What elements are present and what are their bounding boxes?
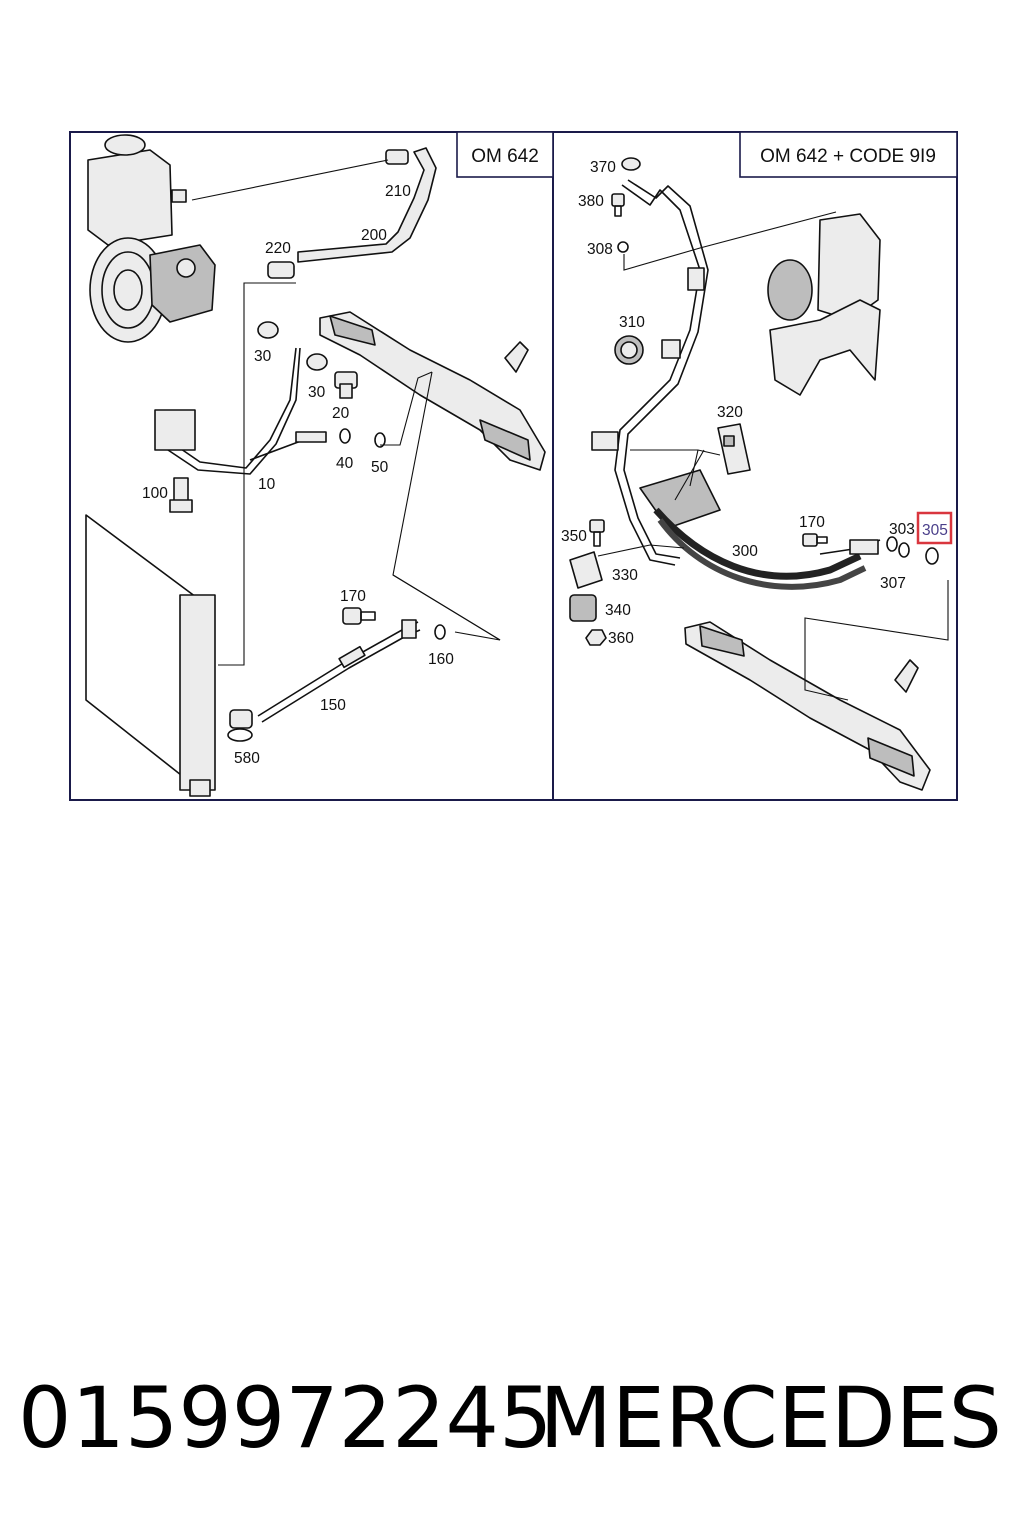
- right-panel-title-box: OM 642 + CODE 9I9: [739, 131, 958, 178]
- clamp-580-drawing: [227, 709, 253, 742]
- brand-name: MERCEDES: [539, 1369, 1002, 1467]
- return-line-150-drawing: [257, 619, 421, 723]
- right-panel-title: OM 642 + CODE 9I9: [760, 146, 936, 167]
- callout-30a: 30: [254, 348, 272, 365]
- washer-308-drawing: [617, 241, 629, 253]
- pressure-hose-assembly-drawing: [591, 179, 881, 590]
- seal-ring-305: [925, 547, 939, 565]
- seal-ring-30b: [306, 353, 328, 371]
- callout-370: 370: [590, 159, 616, 176]
- steering-rack-right-drawing: [684, 621, 931, 791]
- callout-220: 220: [265, 240, 291, 257]
- callout-40: 40: [336, 455, 354, 472]
- bolt-380-drawing: [611, 193, 625, 217]
- left-panel-title-box: OM 642: [456, 131, 554, 178]
- callout-50: 50: [371, 459, 389, 476]
- callout-10: 10: [258, 476, 276, 493]
- parts-diagram: OM 642 OM 642 + CODE 9I9: [69, 131, 958, 801]
- seal-ring-50: [374, 432, 386, 448]
- right-leader-lines: [597, 211, 949, 701]
- callout-20: 20: [332, 405, 350, 422]
- callout-160: 160: [428, 651, 454, 668]
- hose-clamp-220-drawing: [267, 261, 295, 279]
- callout-305: 305: [922, 522, 948, 539]
- seal-ring-303: [886, 536, 898, 552]
- callout-300: 300: [732, 543, 758, 560]
- callout-100: 100: [142, 485, 168, 502]
- oil-cooler-drawing: [85, 514, 216, 797]
- bolt-350-drawing: [589, 519, 605, 547]
- callout-170-left: 170: [340, 588, 366, 605]
- callout-380: 380: [578, 193, 604, 210]
- callout-360: 360: [608, 630, 634, 647]
- pressure-line-10-drawing: [154, 347, 327, 475]
- suction-hose-200-drawing: [297, 147, 437, 263]
- callout-305-highlight: [916, 511, 953, 545]
- bolt-100-drawing: [169, 477, 193, 513]
- callout-307: 307: [880, 575, 906, 592]
- seal-ring-307: [898, 542, 910, 558]
- rubber-mount-340-drawing: [569, 594, 597, 622]
- left-leader-lines: [191, 159, 501, 666]
- hose-clamp-210-drawing: [385, 149, 409, 165]
- callout-170-right: 170: [799, 514, 825, 531]
- steering-rack-left-drawing: [319, 311, 546, 471]
- callout-308: 308: [587, 241, 613, 258]
- callout-330: 330: [612, 567, 638, 584]
- callout-310: 310: [619, 314, 645, 331]
- seal-ring-30a: [257, 321, 279, 339]
- callout-210: 210: [385, 183, 411, 200]
- callout-303: 303: [889, 521, 915, 538]
- grommet-310-drawing: [614, 335, 644, 365]
- bracket-330-drawing: [569, 551, 603, 589]
- callout-350: 350: [561, 528, 587, 545]
- callout-320: 320: [717, 404, 743, 421]
- seal-ring-160: [434, 624, 446, 640]
- pump-right-drawing: [767, 213, 881, 396]
- part-number: 0159972245: [18, 1369, 553, 1467]
- callout-340: 340: [605, 602, 631, 619]
- seal-ring-40: [339, 428, 351, 444]
- callout-30b: 30: [308, 384, 326, 401]
- clamp-370-drawing: [621, 157, 641, 171]
- callout-200: 200: [361, 227, 387, 244]
- bolt-170-left-drawing: [342, 607, 376, 625]
- bolt-170-right-drawing: [802, 533, 828, 547]
- nut-360-drawing: [585, 629, 607, 646]
- caption: 0159972245 MERCEDES: [0, 1368, 1024, 1468]
- left-panel-title: OM 642: [471, 146, 539, 167]
- holder-320-drawing: [717, 423, 751, 475]
- callout-150: 150: [320, 697, 346, 714]
- callout-580: 580: [234, 750, 260, 767]
- banjo-bolt-20-drawing: [334, 371, 358, 399]
- power-steering-pump-drawing: [87, 134, 216, 343]
